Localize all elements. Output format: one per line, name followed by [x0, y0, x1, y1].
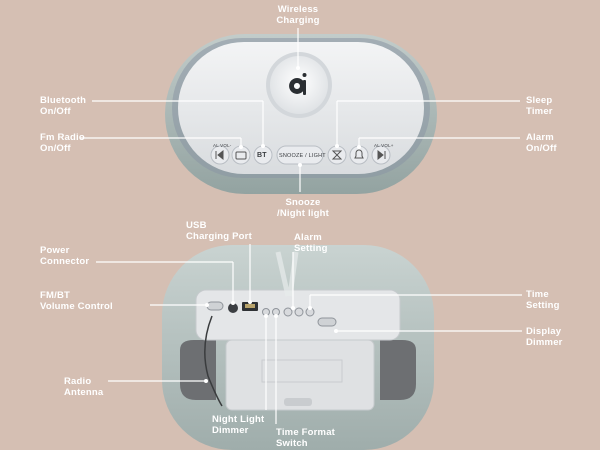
rear-device: [162, 245, 434, 450]
bluetooth-label: Bluetooth On/Off: [40, 95, 87, 117]
usb-port-inner: [245, 304, 255, 308]
alarm-setting-button-2[interactable]: [294, 307, 304, 317]
radio-icon: [235, 151, 247, 160]
alarm-setting-label: Alarm Setting: [294, 232, 328, 254]
top-device: [165, 34, 437, 194]
night-light-dimmer-label: Night Light Dimmer: [212, 414, 265, 436]
volume-slider[interactable]: [206, 301, 224, 311]
radio-antenna-wire: [204, 315, 223, 407]
hourglass-icon: [331, 150, 343, 160]
power-connector-label: Power Connector: [40, 245, 90, 267]
display-dimmer-label: Display Dimmer: [526, 326, 563, 348]
callout-lines: [80, 28, 522, 424]
rear-foot-right: [380, 340, 416, 400]
usb-label: USB Charging Port: [186, 220, 252, 242]
bt-button-label: BT: [257, 152, 267, 159]
rear-foot-left: [180, 340, 216, 400]
qi-logo-icon: [289, 73, 307, 95]
display-dimmer-slider[interactable]: [317, 317, 337, 327]
top-button-row: [210, 145, 391, 165]
alarm-onoff-label: Alarm On/Off: [526, 132, 557, 154]
al-vol-minus-label: AL VOL-: [213, 143, 232, 148]
fm-radio-label: Fm Radio On/Off: [40, 132, 85, 154]
alarm-bell-icon: [354, 149, 364, 159]
previous-icon: [215, 149, 224, 161]
snooze-label: Snooze /Night light: [277, 197, 329, 219]
radio-antenna-label: Radio Antenna: [64, 376, 104, 398]
wireless-charging-label: Wireless Charging: [276, 4, 320, 26]
al-vol-plus-label: AL VOL+: [374, 143, 394, 148]
sleep-timer-label: Sleep Timer: [526, 95, 553, 117]
next-icon: [377, 149, 386, 161]
qi-pad: [270, 56, 328, 114]
power-connector: [228, 303, 238, 313]
time-format-label: Time Format Switch: [276, 427, 336, 449]
bottom-latch: [284, 398, 312, 406]
bottom-label: [261, 359, 343, 383]
volume-control-label: FM/BT Volume Control: [40, 290, 113, 312]
alarm-setting-button-1[interactable]: [283, 307, 293, 317]
time-setting-label: Time Setting: [526, 289, 560, 311]
bottom-plate: [225, 339, 375, 411]
snooze-button-label: SNOOZE / LIGHT: [279, 153, 326, 159]
